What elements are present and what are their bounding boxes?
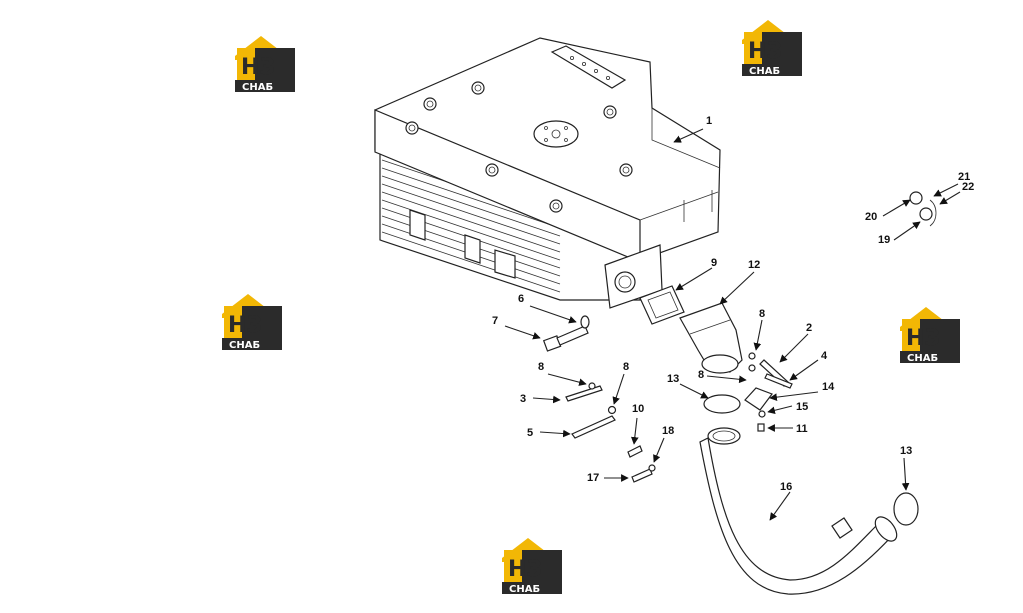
part-elbow-12 [679,302,743,374]
part-oring-13a [703,394,741,414]
logo-main-text: НЗ [241,55,275,80]
callout-8c: 8 [759,308,765,320]
callout-labels: 1 2 3 4 5 6 7 8 8 8 8 9 10 11 12 13 13 1… [492,115,974,493]
callout-14: 14 [822,381,835,393]
callout-5: 5 [527,427,533,439]
callout-2: 2 [806,322,812,334]
callout-18: 18 [662,425,674,437]
callout-9: 9 [711,257,717,269]
logo-sub-text: СНАБ [242,82,273,92]
callout-13b: 13 [900,445,912,457]
callout-8b: 8 [623,361,629,373]
logo-main-text: НЗ [228,313,262,338]
callout-22: 22 [962,181,974,193]
callout-12: 12 [748,259,760,271]
callout-4: 4 [821,350,828,362]
watermark-logo-1: НЗ СНАБ [233,34,297,93]
callout-15: 15 [796,401,808,413]
part-gasket-9 [639,285,685,325]
watermark-logo-3: НЗ СНАБ [220,292,284,351]
logo-sub-text: СНАБ [749,66,780,76]
callout-21: 21 [958,171,970,183]
part-clamp-14 [744,387,773,411]
callout-8d: 8 [698,369,704,381]
radiator-fins [379,149,641,301]
callout-8a: 8 [538,361,544,373]
part-oring-13b [893,492,919,526]
callout-13a: 13 [667,373,679,385]
logo-sub-text: СНАБ [509,584,540,594]
filler-plate [533,120,579,148]
watermark-logo-4: НЗ СНАБ [898,305,962,364]
callout-10: 10 [632,403,644,415]
callout-6: 6 [518,293,524,305]
callout-11: 11 [796,423,808,435]
part-pipe-16 [699,427,898,595]
watermark-logo-2: НЗ СНАБ [740,18,804,77]
callout-19: 19 [878,234,890,246]
leader-lines [504,128,961,521]
top-bolt-heads [405,81,633,213]
logo-main-text: НЗ [508,557,542,582]
radiator-assembly [374,37,721,309]
logo-main-text: НЗ [906,326,940,351]
watermark-logo-5: НЗ СНАБ [500,536,564,595]
logo-main-text: НЗ [748,39,782,64]
logo-sub-text: СНАБ [229,340,260,350]
callout-1: 1 [706,115,712,127]
logo-sub-text: СНАБ [907,353,938,363]
radiator-top-housing [374,37,721,309]
callout-3: 3 [520,393,526,405]
callout-17: 17 [587,472,599,484]
callout-16: 16 [780,481,792,493]
callout-20: 20 [865,211,877,223]
bolts-and-washers [542,191,937,483]
callout-7: 7 [492,315,498,327]
